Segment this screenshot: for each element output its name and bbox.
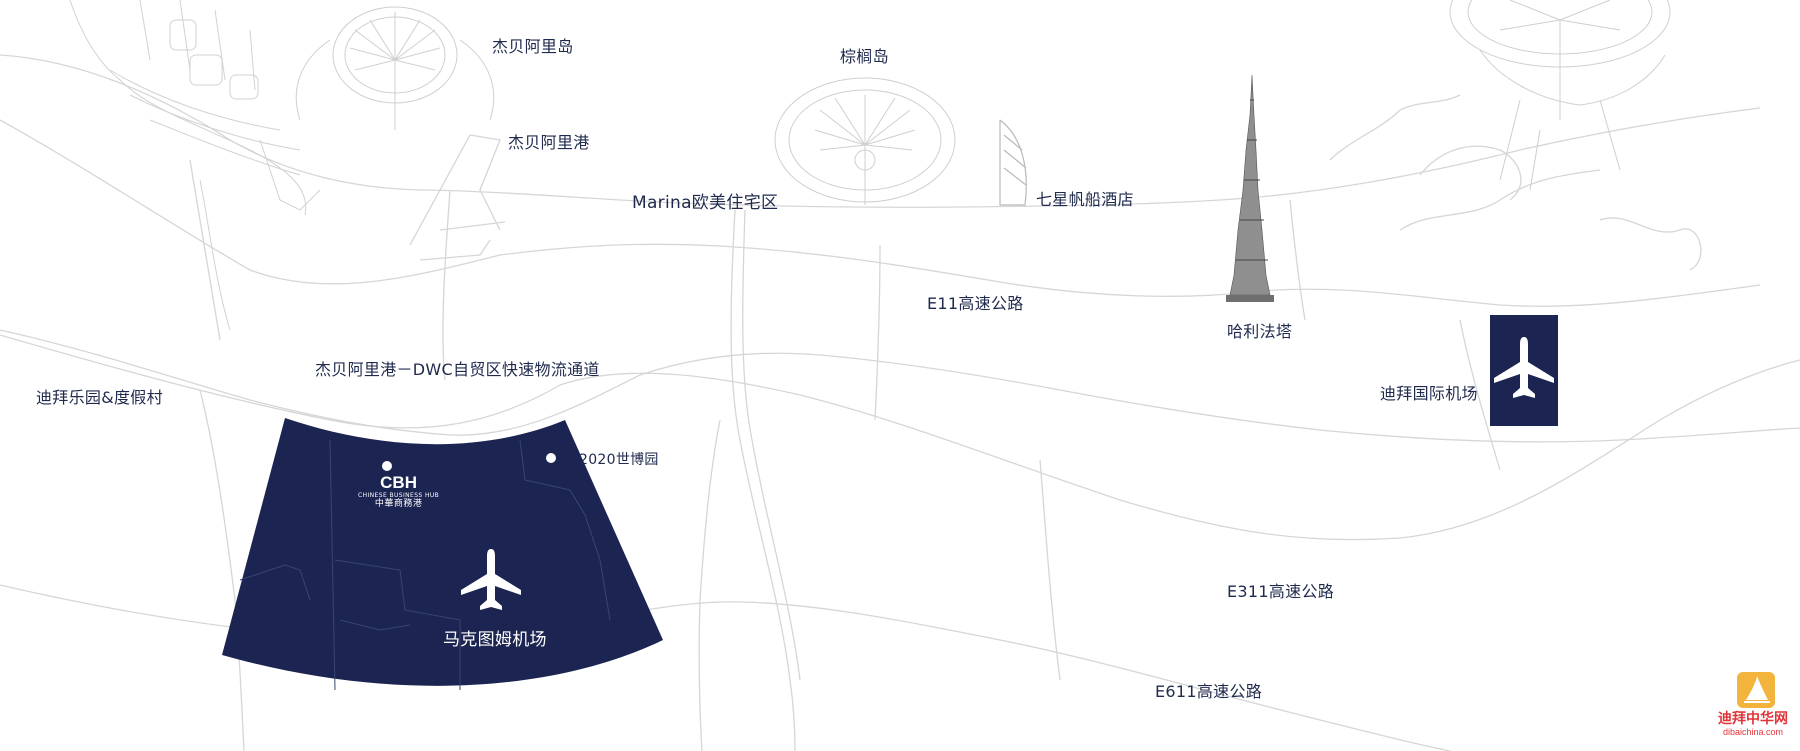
expo-location-dot [546,453,556,463]
label-jebel-ali-port: 杰贝阿里港 [508,133,590,152]
label-burj-al-arab: 七星帆船酒店 [1036,190,1134,209]
road-e311 [0,334,1800,541]
palm-jumeirah-icon [774,77,956,205]
cbh-logo-chinese: 中華商務港 [374,499,423,509]
label-dubai-intl-airport: 迪拜国际机场 [1380,384,1478,403]
watermark-url: dibaichina.com [1722,727,1784,737]
cbh-location-dot [382,461,392,471]
airplane-icon [461,549,521,610]
label-e11: E11高速公路 [927,294,1024,313]
label-marina: Marina欧美住宅区 [632,193,779,213]
label-expo-2020: 2020世博园 [579,452,659,468]
label-burj-khalifa: 哈利法塔 [1227,322,1293,341]
burj-al-arab-icon [999,119,1027,206]
label-jebel-ali-island: 杰贝阿里岛 [492,37,574,56]
road-e611 [0,584,1451,751]
burj-khalifa-icon [1226,74,1274,302]
watermark: 迪拜中华网 dibaichina.com [1718,711,1788,738]
palm-jebel-ali-icon [295,6,495,130]
airplane-icon [1494,337,1554,398]
road-logistics-corridor [0,329,1800,443]
label-dubai-parks: 迪拜乐园&度假村 [36,388,163,407]
cbh-logo-subtitle: CHINESE BUSINESS HUB [358,492,440,499]
label-palm-island: 棕榈岛 [840,47,889,66]
watermark-chinese: 迪拜中华网 [1718,711,1788,727]
cbh-logo: CBH CHINESE BUSINESS HUB 中華商務港 [358,474,439,510]
road-network [0,54,1800,751]
watermark-logo [1737,672,1775,708]
coastline [0,54,1761,208]
label-logistics-corridor: 杰贝阿里港－DWC自贸区快速物流通道 [315,360,600,379]
dwc-zone [222,418,663,686]
cbh-logo-text: CBH [380,473,417,492]
palm-deira-icon [1449,0,1671,191]
jebel-ali-island [69,0,321,331]
label-maktoum-airport: 马克图姆机场 [443,630,547,650]
road-e11 [0,119,1761,307]
label-e311: E311高速公路 [1227,582,1335,601]
dwc-zone-boundaries [239,439,611,691]
label-e611: E611高速公路 [1155,682,1263,701]
